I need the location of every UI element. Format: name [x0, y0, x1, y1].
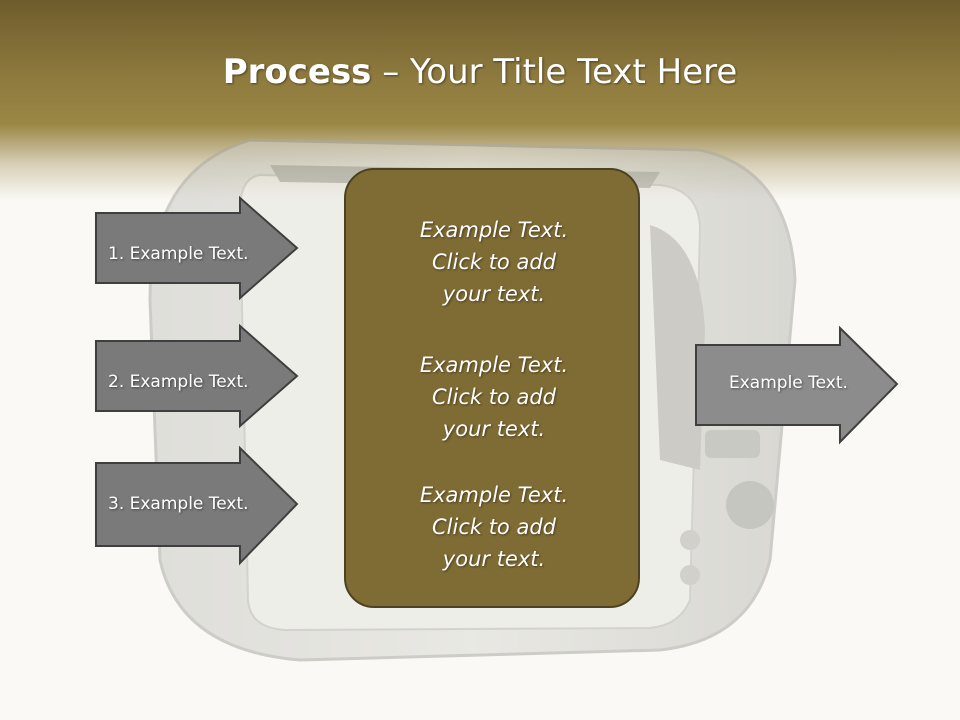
paragraph-line: Example Text.	[419, 353, 569, 377]
title-bold: Process	[222, 52, 372, 92]
process-step-label-1: 1. Example Text.	[108, 244, 249, 264]
output-label: Example Text.	[729, 373, 848, 393]
center-paragraph-2: Example Text. Click to add your text.	[346, 349, 642, 445]
center-paragraph-3: Example Text. Click to add your text.	[346, 479, 642, 575]
paragraph-line: Example Text.	[419, 218, 569, 242]
arrow-right-icon	[695, 325, 899, 445]
center-paragraph-1: Example Text. Click to add your text.	[346, 214, 642, 310]
process-step-label-3: 3. Example Text.	[108, 494, 249, 514]
paragraph-line: Click to add	[431, 515, 556, 539]
process-step-arrow-1: 1. Example Text.	[95, 195, 300, 301]
paragraph-line: your text.	[442, 282, 546, 306]
arrow-right-icon	[95, 195, 299, 301]
center-text-box[interactable]: Example Text. Click to add your text. Ex…	[344, 168, 640, 608]
paragraph-line: Example Text.	[419, 483, 569, 507]
paragraph-line: Click to add	[431, 385, 556, 409]
output-arrow: Example Text.	[695, 325, 900, 445]
process-step-label-2: 2. Example Text.	[108, 372, 249, 392]
arrow-right-icon	[95, 445, 299, 566]
page-title: Process – Your Title Text Here	[0, 52, 960, 92]
paragraph-line: your text.	[442, 547, 546, 571]
arrow-right-icon	[95, 323, 299, 429]
title-rest: – Your Title Text Here	[371, 52, 738, 92]
paragraph-line: Click to add	[431, 250, 556, 274]
process-step-arrow-3: 3. Example Text.	[95, 445, 300, 566]
process-step-arrow-2: 2. Example Text.	[95, 323, 300, 429]
paragraph-line: your text.	[442, 417, 546, 441]
